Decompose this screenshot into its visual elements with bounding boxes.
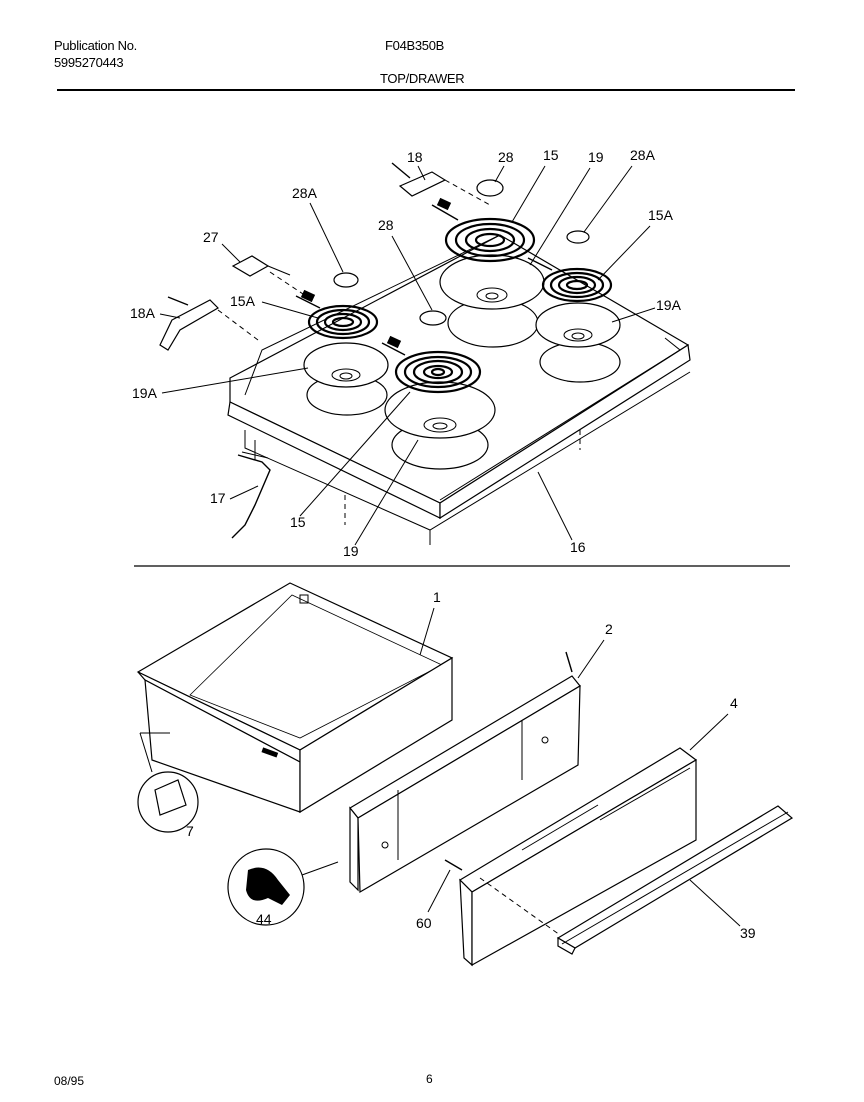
callout-2: 2: [605, 621, 613, 637]
callout-19A-right: 19A: [656, 297, 682, 313]
callout-18: 18: [407, 149, 423, 165]
page-number: 6: [426, 1072, 433, 1086]
callout-17: 17: [210, 490, 226, 506]
callout-16: 16: [570, 539, 586, 555]
callout-15A-left: 15A: [230, 293, 256, 309]
callout-19-bottom: 19: [343, 543, 359, 559]
footer-date: 08/95: [54, 1074, 85, 1088]
callout-18A: 18A: [130, 305, 156, 321]
callout-60: 60: [416, 915, 432, 931]
drawer-callouts: 1 2 4 7 44 60 39: [186, 589, 756, 941]
section-title: TOP/DRAWER: [380, 71, 465, 86]
model-number: F04B350B: [385, 38, 445, 53]
callout-28A-right: 28A: [630, 147, 656, 163]
callout-28A-left: 28A: [292, 185, 318, 201]
callout-39: 39: [740, 925, 756, 941]
header-rule: [57, 89, 795, 91]
callout-44: 44: [256, 911, 272, 927]
callout-27: 27: [203, 229, 219, 245]
callout-19A-left: 19A: [132, 385, 158, 401]
callout-15-top: 15: [543, 147, 559, 163]
publication-number: 5995270443: [54, 55, 124, 70]
callout-1: 1: [433, 589, 441, 605]
drawer-assembly: [136, 582, 794, 967]
publication-label: Publication No.: [54, 38, 137, 53]
cooktop-callouts: 18 28 15 19 28A 28A 28 27 15A 18A 15A 19…: [130, 147, 682, 559]
callout-28-top: 28: [498, 149, 514, 165]
callout-19-top: 19: [588, 149, 604, 165]
callout-15A-right: 15A: [648, 207, 674, 223]
callout-4: 4: [730, 695, 738, 711]
callout-15-bottom: 15: [290, 514, 306, 530]
cooktop-assembly: [159, 162, 691, 545]
callout-28-mid: 28: [378, 217, 394, 233]
callout-7: 7: [186, 823, 194, 839]
